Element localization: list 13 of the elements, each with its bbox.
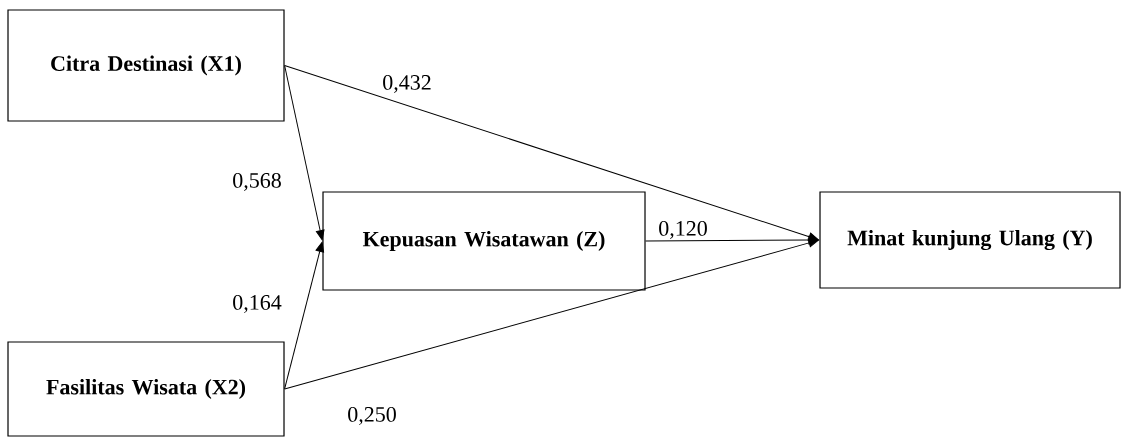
arrow <box>284 241 325 390</box>
path-coefficient: 0,120 <box>657 220 709 240</box>
path-coefficient: 0,432 <box>381 74 433 94</box>
construct-box: Minat kunjung Ulang (Y) <box>819 191 1121 289</box>
construct-box: Citra Destinasi (X1) <box>7 9 285 122</box>
path-coefficient: 0,568 <box>231 172 283 192</box>
path-coefficient: 0,164 <box>231 294 283 314</box>
arrow <box>284 238 819 390</box>
arrow <box>284 65 325 241</box>
construct-box: Fasilitas Wisata (X2) <box>7 341 285 437</box>
arrow <box>284 65 819 241</box>
path-coefficient: 0,250 <box>346 406 398 426</box>
construct-box: Kepuasan Wisatawan (Z) <box>322 191 646 291</box>
